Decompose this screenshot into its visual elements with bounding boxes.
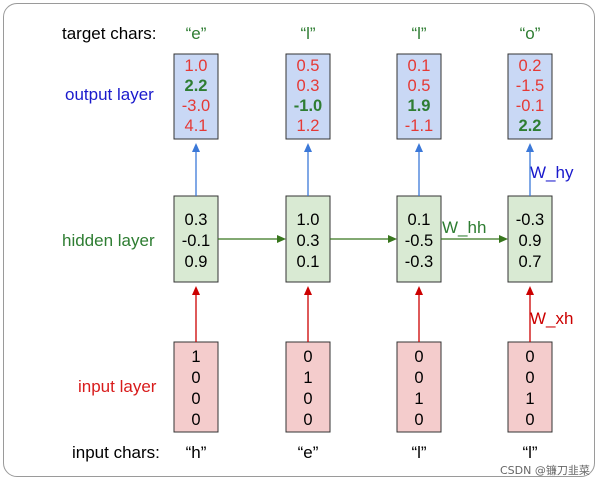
output-value: 1.2 bbox=[297, 117, 320, 135]
hidden-value: 0.7 bbox=[519, 253, 542, 271]
output-layer-label: output layer bbox=[65, 85, 154, 104]
input-value: 0 bbox=[525, 369, 534, 387]
w-xh-label: W_xh bbox=[530, 309, 573, 328]
input-layer-label: input layer bbox=[78, 377, 157, 396]
input-value: 0 bbox=[191, 411, 200, 429]
input-value: 1 bbox=[414, 390, 423, 408]
hidden-box bbox=[396, 195, 442, 283]
target-char: “o” bbox=[520, 24, 541, 43]
output-value: 1.9 bbox=[408, 97, 431, 115]
w-hh-label: W_hh bbox=[442, 218, 486, 237]
input-value: 1 bbox=[303, 369, 312, 387]
hidden-value: 0.1 bbox=[408, 211, 431, 229]
output-box bbox=[396, 53, 442, 140]
input-value: 0 bbox=[303, 390, 312, 408]
input-box bbox=[396, 341, 442, 433]
input-value: 0 bbox=[303, 411, 312, 429]
output-value: -1.1 bbox=[405, 117, 433, 135]
input-value: 0 bbox=[414, 348, 423, 366]
input-char: “e” bbox=[298, 443, 319, 462]
input-char: “l” bbox=[411, 443, 426, 462]
output-value: -0.1 bbox=[516, 97, 544, 115]
output-value: -1.5 bbox=[516, 77, 544, 95]
input-value: 0 bbox=[414, 369, 423, 387]
output-value: 0.1 bbox=[408, 57, 431, 75]
input-value: 1 bbox=[191, 348, 200, 366]
hidden-value: -0.3 bbox=[516, 211, 544, 229]
hidden-value: 0.3 bbox=[185, 211, 208, 229]
input-box bbox=[173, 341, 219, 433]
hidden-value: 0.9 bbox=[185, 253, 208, 271]
output-value: 2.2 bbox=[185, 77, 208, 95]
output-value: -3.0 bbox=[182, 97, 210, 115]
output-value: -1.0 bbox=[294, 97, 322, 115]
hidden-box bbox=[507, 195, 553, 283]
columns-group: “e” 1.0 2.2 -3.0 4.1 0.3 -0.1 0.9 1 0 0 0 “h” “l” 0.5 0… bbox=[173, 24, 553, 462]
output-value: 0.3 bbox=[297, 77, 320, 95]
target-char: “l” bbox=[300, 24, 315, 43]
output-box bbox=[507, 53, 553, 140]
watermark: CSDN @镰刀韭菜 bbox=[500, 463, 590, 477]
input-chars-label: input chars: bbox=[72, 443, 160, 462]
output-value: 0.5 bbox=[408, 77, 431, 95]
target-chars-label: target chars: bbox=[62, 24, 157, 43]
w-hy-label: W_hy bbox=[530, 163, 574, 182]
input-value: 0 bbox=[191, 390, 200, 408]
hidden-value: 1.0 bbox=[297, 211, 320, 229]
input-value: 0 bbox=[525, 348, 534, 366]
input-box bbox=[285, 341, 331, 433]
input-value: 0 bbox=[414, 411, 423, 429]
output-value: 0.2 bbox=[519, 57, 542, 75]
hidden-value: 0.1 bbox=[297, 253, 320, 271]
input-value: 0 bbox=[303, 348, 312, 366]
output-box bbox=[173, 53, 219, 140]
input-value: 0 bbox=[191, 369, 200, 387]
hidden-box bbox=[285, 195, 331, 283]
input-value: 0 bbox=[525, 411, 534, 429]
hidden-value: -0.1 bbox=[182, 232, 210, 250]
hidden-layer-label: hidden layer bbox=[62, 231, 155, 250]
output-value: 4.1 bbox=[185, 117, 208, 135]
output-value: 2.2 bbox=[519, 117, 542, 135]
hidden-value: -0.3 bbox=[405, 253, 433, 271]
input-char: “l” bbox=[522, 443, 537, 462]
input-value: 1 bbox=[525, 390, 534, 408]
hidden-value: 0.3 bbox=[297, 232, 320, 250]
hidden-value: 0.9 bbox=[519, 232, 542, 250]
target-char: “e” bbox=[186, 24, 207, 43]
output-value: 1.0 bbox=[185, 57, 208, 75]
hidden-value: -0.5 bbox=[405, 232, 433, 250]
output-value: 0.5 bbox=[297, 57, 320, 75]
input-char: “h” bbox=[186, 443, 207, 462]
target-char: “l” bbox=[411, 24, 426, 43]
output-box bbox=[285, 53, 331, 140]
